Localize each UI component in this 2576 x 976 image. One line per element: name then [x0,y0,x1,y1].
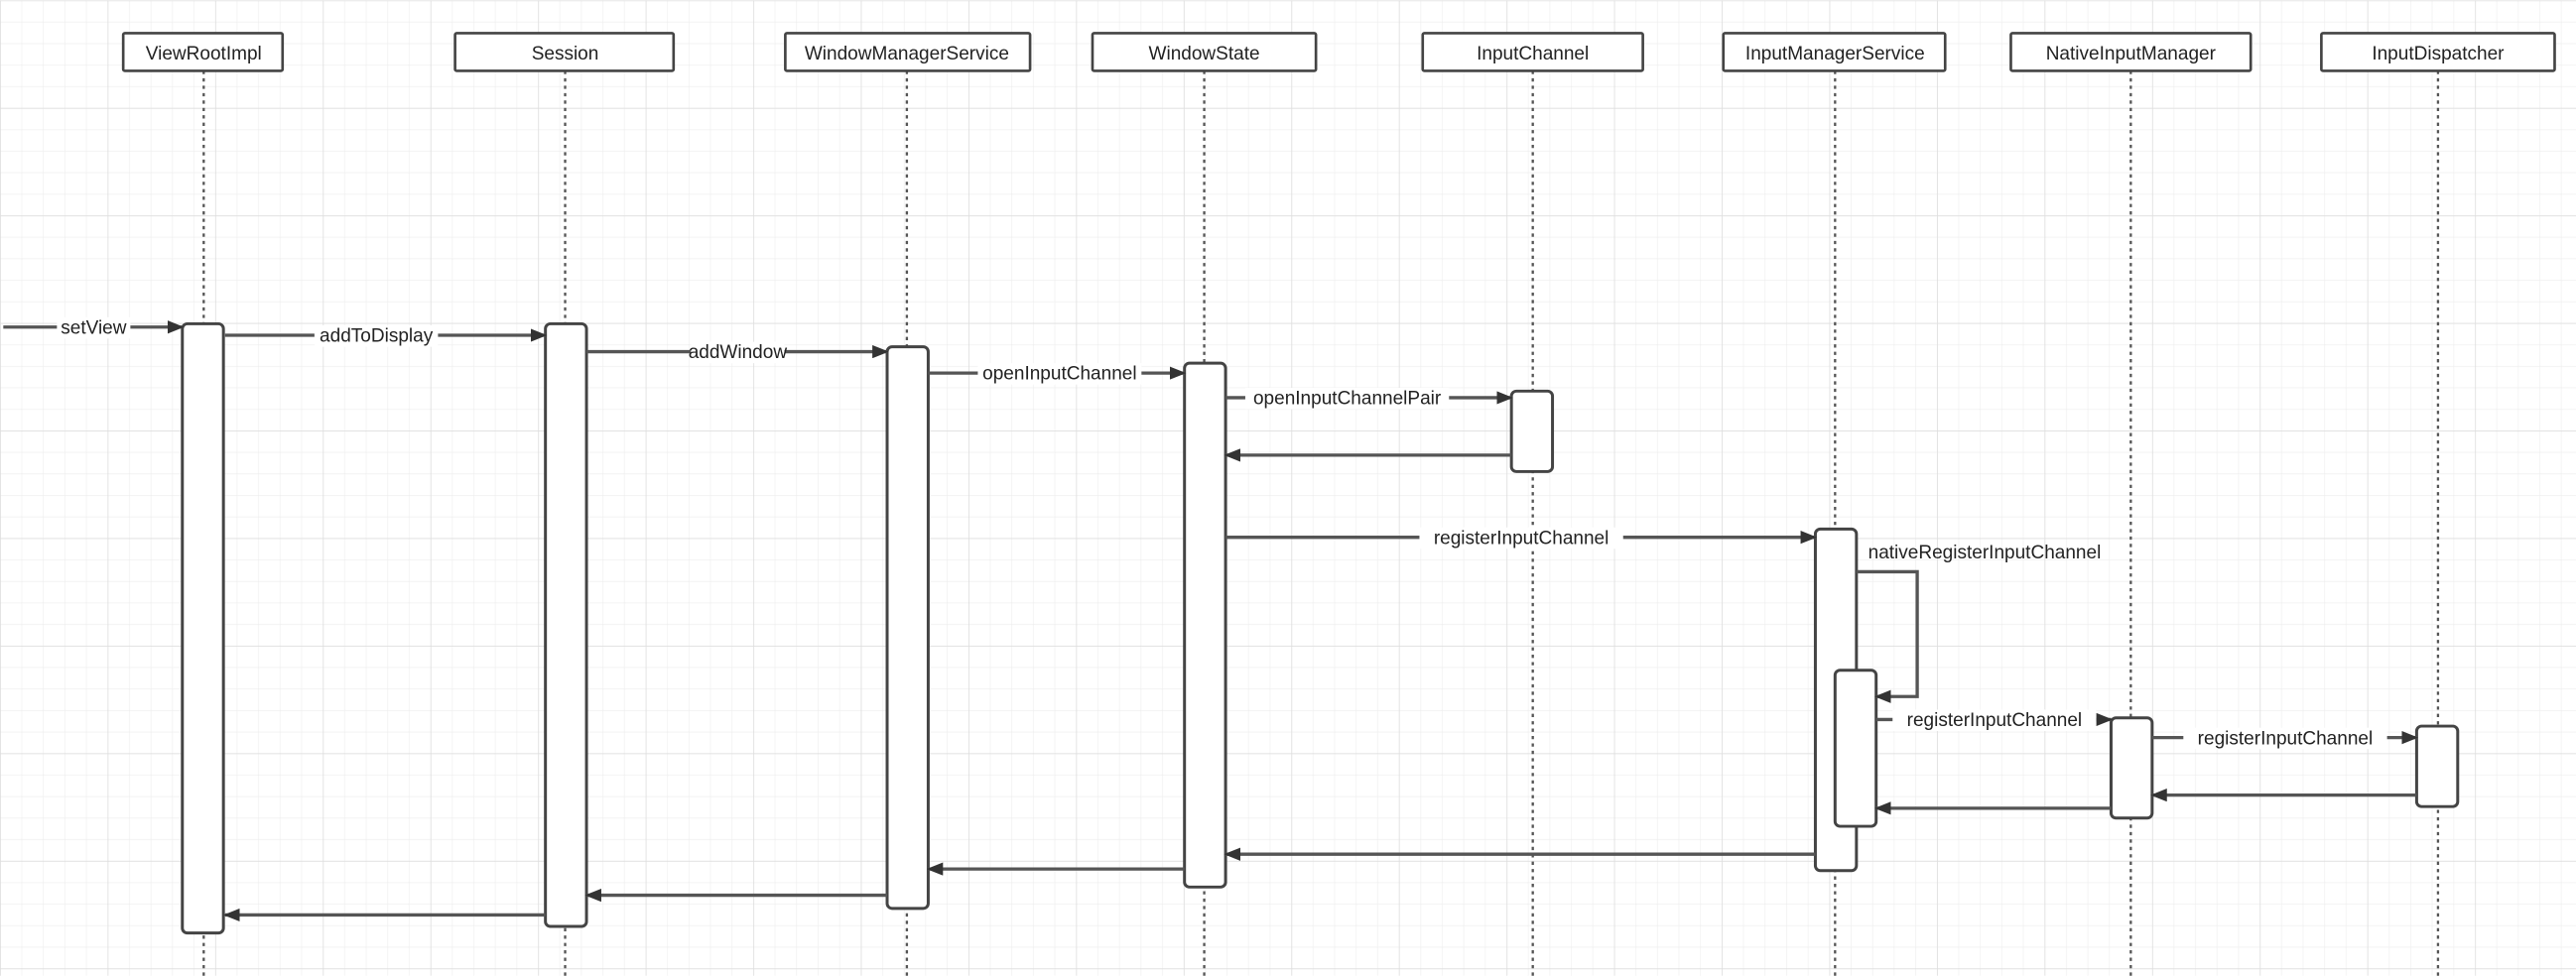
participant-box [1722,32,1947,72]
participant-window-state[interactable]: WindowState [1091,32,1318,72]
participant-window-manager-service[interactable]: WindowManagerService [784,32,1032,72]
message-label: addToDisplay [320,326,434,347]
message-open-input-channel[interactable]: openInputChannel [928,363,1187,385]
message-register-input-channel[interactable]: registerInputChannel [1225,527,1818,549]
message-label: openInputChannel [982,364,1136,385]
participant-native-input-manager[interactable]: NativeInputManager [2009,32,2253,72]
participant-label: NativeInputManager [2046,44,2217,64]
label-background [2183,727,2387,750]
participant-session[interactable]: Session [453,32,676,72]
message-label: setView [61,317,127,338]
participant-box [784,32,1032,72]
participant-box [1091,32,1318,72]
participant-box [453,32,676,72]
participant-box [2009,32,2253,72]
participant-label: InputManagerService [1745,44,1925,64]
activation-bar[interactable] [1183,361,1227,889]
label-background [1419,527,1623,549]
activation-bar[interactable] [1509,389,1555,473]
message-set-view[interactable]: setView [3,316,185,339]
label-background [57,316,131,339]
message-label: registerInputChannel [2198,728,2374,749]
activation-bar[interactable] [1833,669,1878,828]
message-label: registerInputChannel [1434,528,1610,549]
participant-label: InputChannel [1477,44,1589,64]
message-label: openInputChannelPair [1253,389,1442,410]
message-register-input-channel[interactable]: registerInputChannel [2151,727,2419,750]
participant-box [121,32,285,72]
activation-bar[interactable] [181,321,225,935]
message-add-to-display[interactable]: addToDisplay [224,325,548,347]
participant-label: InputDispatcher [2372,44,2505,64]
message-native-register-input-channel[interactable]: nativeRegisterInputChannel [1856,543,2102,703]
message-arrow [1856,569,1919,703]
label-background [1892,709,2097,732]
message-register-input-channel[interactable]: registerInputChannel [1875,709,2114,732]
activation-bar[interactable] [2414,724,2460,808]
participant-input-manager-service[interactable]: InputManagerService [1722,32,1947,72]
label-background [314,325,439,347]
message-add-window[interactable]: addWindow [586,341,889,364]
activation-bar[interactable] [885,345,930,911]
message-label: addWindow [689,342,788,363]
participant-view-root-impl[interactable]: ViewRootImpl [121,32,285,72]
message-open-input-channel-pair[interactable]: openInputChannelPair [1225,388,1513,410]
label-background [977,363,1142,385]
label-background [1244,388,1450,410]
participant-input-channel[interactable]: InputChannel [1421,32,1644,72]
message-label: nativeRegisterInputChannel [1868,543,2102,563]
participant-box [1421,32,1644,72]
activation-bar[interactable] [2109,716,2154,820]
activation-bar[interactable] [544,321,588,928]
participant-input-dispatcher[interactable]: InputDispatcher [2320,32,2556,72]
participant-label: Session [532,44,599,64]
participant-label: ViewRootImpl [146,44,262,64]
message-label: registerInputChannel [1907,710,2083,731]
participant-label: WindowState [1149,44,1260,64]
label-background [691,341,785,364]
participant-box [2320,32,2556,72]
participant-label: WindowManagerService [805,44,1009,64]
